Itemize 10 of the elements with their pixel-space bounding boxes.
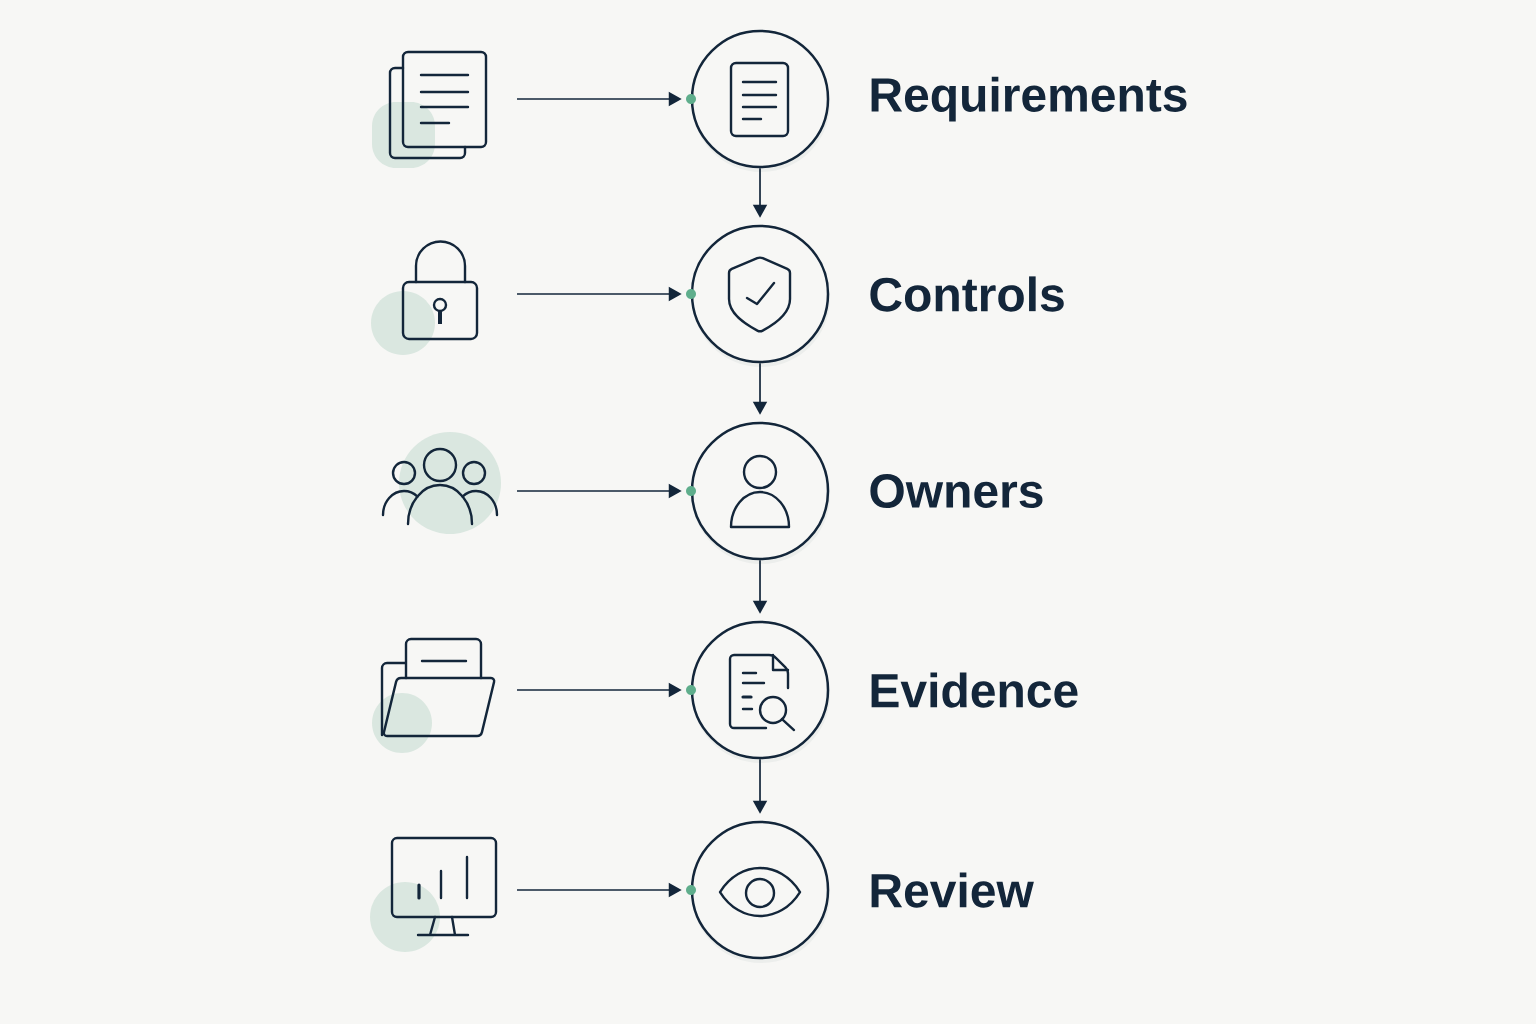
monitor-chart-icon — [370, 836, 498, 952]
padlock-icon — [371, 240, 479, 355]
step-label: Evidence — [871, 672, 1078, 708]
folder-icon — [372, 637, 496, 753]
documents-icon — [372, 50, 488, 168]
step-label: Requirements — [871, 76, 1187, 122]
step-label: Owners — [870, 474, 1043, 508]
step-label: Controls — [870, 276, 1064, 312]
people-icon — [381, 432, 501, 534]
step-label: Review — [871, 872, 1034, 908]
